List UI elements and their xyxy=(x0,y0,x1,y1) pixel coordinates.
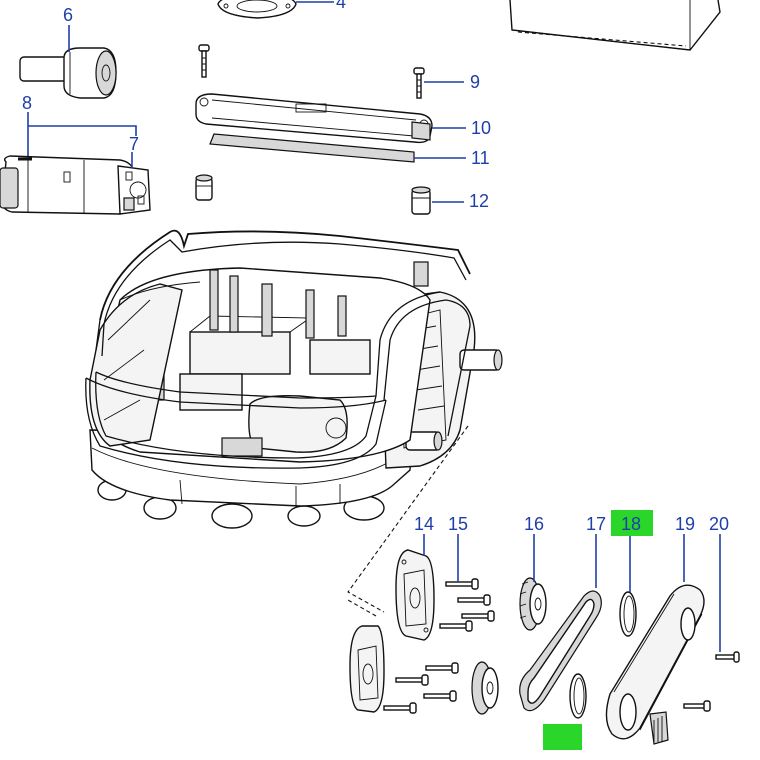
highlight-box-bottom xyxy=(543,724,582,750)
part-12-standoff-left xyxy=(195,174,213,201)
main-chassis xyxy=(85,229,503,529)
callout-16: 16 xyxy=(524,514,544,534)
callout-9: 9 xyxy=(470,72,480,92)
part-18-o-ring-lower xyxy=(569,673,587,719)
part-12-standoff-right xyxy=(411,186,431,215)
motor-housing-top-right xyxy=(509,0,721,51)
callout-6: 6 xyxy=(63,5,73,25)
callout-20: 20 xyxy=(709,514,729,534)
part-10-brace-bar xyxy=(195,93,433,144)
callout-14: 14 xyxy=(414,514,434,534)
part-15-screws xyxy=(383,578,495,714)
part-7-8-drive-motor xyxy=(0,155,151,215)
leader-lines xyxy=(27,1,721,652)
part-17-belt xyxy=(519,590,602,712)
part-6-coupling xyxy=(19,47,117,99)
callout-11: 11 xyxy=(471,148,490,168)
callout-4: 4 xyxy=(336,0,346,12)
callout-labels: 4 6 7 8 9 10 11 12 14 15 16 17 18 19 20 xyxy=(22,0,729,534)
part-16-pulley-upper xyxy=(519,577,547,631)
screw-near-plate xyxy=(683,700,711,712)
callout-8: 8 xyxy=(22,93,32,113)
part-14-plate-lower xyxy=(349,625,385,713)
screw-top-left xyxy=(198,44,210,78)
callout-15: 15 xyxy=(448,514,468,534)
part-11-strip xyxy=(209,133,415,163)
callout-10: 10 xyxy=(471,118,491,138)
callout-18: 18 xyxy=(621,514,641,534)
part-20-screw xyxy=(715,651,740,663)
callout-12: 12 xyxy=(469,191,489,211)
assembly-dashed-line-2 xyxy=(347,599,377,617)
part-9-screw xyxy=(413,67,425,99)
assembly-dashed-line xyxy=(347,425,469,613)
callout-17: 17 xyxy=(586,514,606,534)
part-4-gasket xyxy=(217,0,297,19)
part-16-pulley-lower xyxy=(471,661,499,715)
part-19-cover-plate xyxy=(605,584,705,745)
callout-7: 7 xyxy=(129,134,139,154)
part-18-o-ring-upper xyxy=(619,591,637,637)
highlight-box-18 xyxy=(611,510,653,536)
callout-19: 19 xyxy=(675,514,695,534)
part-14-plate-upper xyxy=(395,549,435,641)
